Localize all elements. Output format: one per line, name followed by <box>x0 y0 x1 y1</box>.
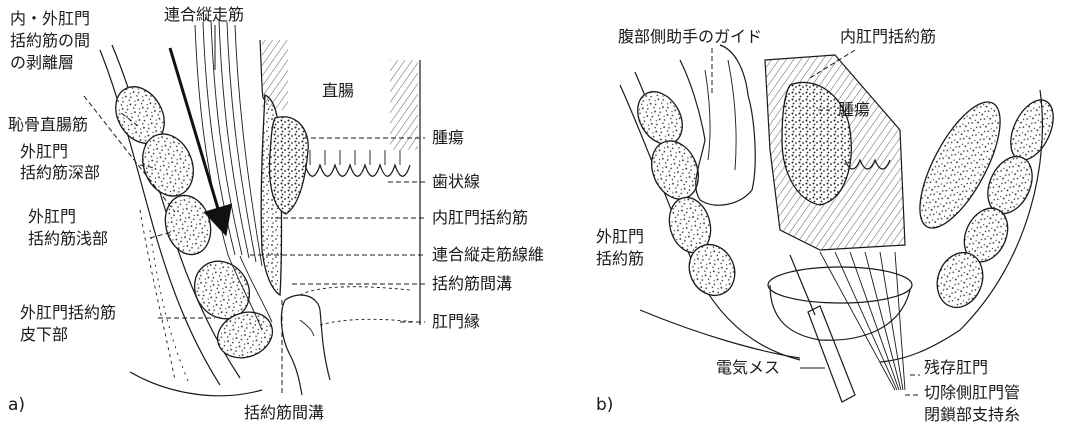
label-ext-deep-2: 括約筋深部 <box>20 163 100 182</box>
label-ext-superficial-1: 外肛門 <box>28 207 76 226</box>
label-resection-side-2: 閉鎖部支持糸 <box>924 405 1020 424</box>
label-intersphincteric-3: の剥離層 <box>10 53 74 72</box>
right-sphincter-ovals <box>904 91 1062 314</box>
label-internal-sphincter-a: 内肛門括約筋 <box>432 208 528 227</box>
panel-b-tag: b) <box>596 395 613 415</box>
panel-a-drawing <box>100 20 420 396</box>
electrocautery-tool <box>790 255 855 402</box>
label-intersphincteric-1: 内・外肛門 <box>10 9 90 28</box>
label-puborectalis: 恥骨直腸筋 <box>8 115 88 134</box>
panel-a-tag: a) <box>8 395 25 415</box>
label-intersphincteric-2: 括約筋の間 <box>10 31 90 50</box>
label-dentate-line: 歯状線 <box>432 172 480 191</box>
label-internal-sphincter-b: 内肛門括約筋 <box>840 27 936 46</box>
label-ext-superficial-2: 括約筋浅部 <box>28 229 108 248</box>
label-anal-verge: 肛門縁 <box>432 312 480 331</box>
label-tumor-b: 腫瘍 <box>838 100 870 119</box>
label-intersphincteric-groove-bottom: 括約筋間溝 <box>244 403 324 422</box>
label-external-sphincter-1: 外肛門 <box>596 227 644 246</box>
label-assistant-guide: 腹部側助手のガイド <box>618 27 762 46</box>
left-sphincter-ovals <box>629 84 743 303</box>
label-rectum: 直腸 <box>322 81 354 100</box>
label-tumor-a: 腫瘍 <box>432 128 464 147</box>
label-longitudinal-muscle: 連合縦走筋 <box>164 5 244 24</box>
label-electrocautery: 電気メス <box>716 358 780 377</box>
label-ext-subcutaneous-2: 皮下部 <box>20 325 68 344</box>
label-longitudinal-fibers: 連合縦走筋線維 <box>432 245 544 264</box>
label-ext-deep-1: 外肛門 <box>20 142 68 161</box>
label-resection-side-1: 切除側肛門管 <box>924 383 1020 402</box>
label-ext-subcutaneous-1: 外肛門括約筋 <box>20 303 116 322</box>
label-intersphincteric-groove: 括約筋間溝 <box>432 274 512 293</box>
panel-b-drawing <box>620 45 1062 402</box>
label-external-sphincter-2: 括約筋 <box>596 249 644 268</box>
tumor-a <box>270 117 309 214</box>
label-residual-anus: 残存肛門 <box>924 358 988 377</box>
